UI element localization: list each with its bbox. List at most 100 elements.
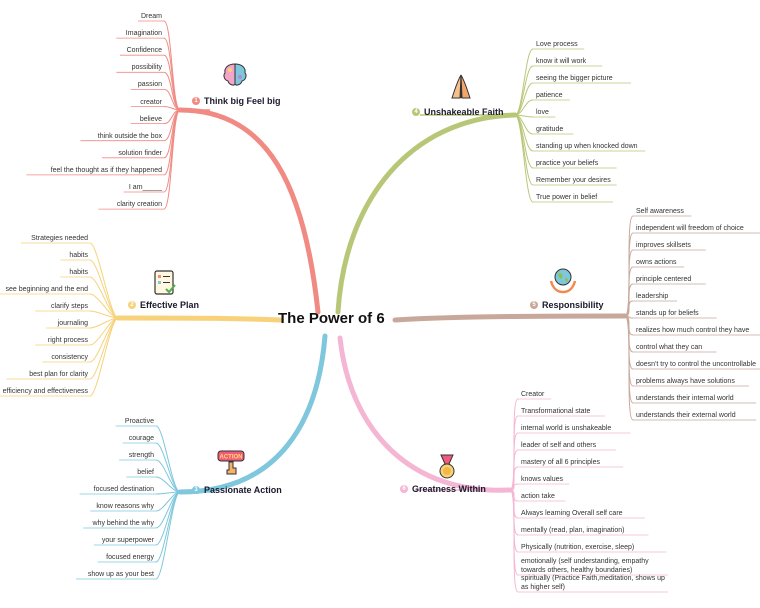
- topic-b1-item[interactable]: think outside the box: [97, 132, 162, 140]
- leaf-connector: [509, 449, 519, 491]
- topic-b4-item[interactable]: patience: [536, 92, 563, 99]
- topic-b1-item[interactable]: feel the thought as if they happened: [50, 166, 162, 174]
- topic-b6-item[interactable]: Always learning Overall self care: [521, 510, 623, 517]
- topic-b5-item[interactable]: understands their external world: [636, 412, 736, 419]
- topic-b4-item[interactable]: know it will work: [536, 58, 587, 65]
- leaf-connector: [155, 459, 181, 493]
- topic-b1-item[interactable]: I am_____: [128, 184, 162, 191]
- topic-b2-item[interactable]: habits: [69, 252, 88, 259]
- topic-b3-item[interactable]: courage: [128, 435, 154, 442]
- topic-b6-item[interactable]: spiritually (Practice Faith,meditation, …: [521, 575, 665, 591]
- topic-b4-item[interactable]: Love process: [536, 41, 578, 48]
- topic-b1-item[interactable]: solution finder: [118, 149, 162, 157]
- leaf-connector: [624, 283, 634, 317]
- leaf-connector: [155, 425, 181, 493]
- topic-b2-item[interactable]: clarify steps: [51, 303, 88, 310]
- leaf-connector: [89, 293, 119, 319]
- topic-b5-item[interactable]: doesn't try to control the uncontrollabl…: [636, 361, 757, 368]
- topic-b5-item[interactable]: stands up for beliefs: [636, 310, 699, 317]
- leaf-connector: [163, 88, 181, 111]
- topic-b2-item[interactable]: see beginning and the end: [5, 286, 88, 293]
- topic-b1-item[interactable]: Dream: [140, 13, 162, 20]
- branch-title-label: Unshakeable Faith: [424, 107, 504, 117]
- topic-b6-item[interactable]: action take: [521, 493, 555, 500]
- topic-b6-item[interactable]: mentally (read, plan, imagination): [521, 527, 625, 534]
- topic-b3-item[interactable]: know reasons why: [96, 503, 154, 510]
- topic-b1-item[interactable]: Imagination: [125, 30, 162, 38]
- topic-b3-item[interactable]: focused destination: [93, 486, 154, 493]
- topic-b5-item[interactable]: problems always have solutions: [636, 378, 735, 385]
- leaf-connector: [155, 491, 181, 563]
- leaf-connector: [89, 317, 119, 397]
- topic-b2-item[interactable]: Strategies needed: [31, 235, 88, 242]
- topic-b4-item[interactable]: Remember your desires: [536, 177, 611, 184]
- topic-b2-item[interactable]: consistency: [51, 354, 88, 361]
- topic-b2-item[interactable]: right process: [47, 337, 88, 344]
- topic-b2-item[interactable]: best plan for clarity: [29, 371, 88, 378]
- topic-b6-item[interactable]: Transformational state: [521, 408, 591, 415]
- topic-b1-item[interactable]: creator: [140, 98, 162, 106]
- topic-b4-item[interactable]: gratitude: [536, 126, 564, 133]
- topic-b5-item[interactable]: understands their internal world: [636, 395, 734, 402]
- topic-b6-item[interactable]: Creator: [521, 391, 545, 398]
- topic-b2-item[interactable]: journaling: [57, 320, 88, 327]
- topic-b4-item[interactable]: love: [536, 109, 549, 116]
- topic-b3-item[interactable]: belief: [137, 469, 154, 476]
- branch-number-badge: 6: [400, 485, 408, 493]
- leaf-connector: [624, 315, 634, 421]
- checklist-icon: [150, 268, 180, 303]
- branch-number-badge: 3: [192, 486, 200, 494]
- topic-b3-item[interactable]: strength: [128, 452, 154, 459]
- topic-b3-item[interactable]: why behind the why: [92, 520, 154, 527]
- globe-hands-icon: [548, 265, 578, 300]
- topic-b4-item[interactable]: True power in belief: [536, 194, 598, 201]
- praying-hands-icon: [446, 72, 476, 107]
- branch-trunk-b4: [335, 112, 518, 315]
- topic-b1-item[interactable]: passion: [137, 81, 162, 89]
- topic-b5-item[interactable]: independent will freedom of choice: [636, 225, 744, 232]
- topic-b6-item[interactable]: internal world is unshakeable: [521, 425, 612, 432]
- topic-b4-item[interactable]: practice your beliefs: [536, 160, 599, 167]
- medal-icon: [432, 452, 462, 487]
- leaf-connector: [163, 20, 181, 111]
- topic-b1-item[interactable]: possibility: [131, 64, 162, 72]
- topic-b3-item[interactable]: Proactive: [124, 418, 154, 425]
- topic-b5-item[interactable]: owns actions: [636, 259, 677, 266]
- leaf-connector: [509, 489, 519, 593]
- topic-b6-item[interactable]: knows values: [521, 476, 564, 483]
- topic-b2-item[interactable]: efficiency and effectiveness: [2, 388, 88, 395]
- topic-b2-item[interactable]: habits: [69, 269, 88, 276]
- topic-b3-item[interactable]: focused energy: [106, 554, 154, 561]
- topic-b5-item[interactable]: principle centered: [636, 276, 692, 283]
- topic-b6-item[interactable]: Physically (nutrition, exercise, sleep): [521, 544, 635, 551]
- topic-b5-item[interactable]: leadership: [636, 293, 669, 300]
- topic-b5-item[interactable]: control what they can: [636, 344, 703, 351]
- topic-b4-item[interactable]: standing up when knocked down: [536, 143, 638, 150]
- topic-b3-item[interactable]: your superpower: [101, 537, 154, 544]
- leaf-connector: [163, 109, 181, 193]
- leaf-connector: [89, 259, 119, 319]
- leaf-connector: [514, 82, 534, 116]
- branch-trunk-b6: [337, 335, 513, 493]
- topic-b5-item[interactable]: Self awareness: [636, 208, 684, 215]
- topic-b5-item[interactable]: realizes how much control they have: [636, 327, 750, 334]
- topic-b6-item[interactable]: emotionally (self understanding, empathy…: [521, 558, 649, 574]
- leaf-connector: [89, 276, 119, 319]
- central-topic[interactable]: The Power of 6: [278, 310, 385, 327]
- topic-b6-item[interactable]: leader of self and others: [521, 442, 597, 449]
- branch-number-badge: 1: [192, 97, 200, 105]
- topic-b5-item[interactable]: improves skillsets: [636, 242, 691, 249]
- topic-b1-item[interactable]: Confidence: [126, 47, 162, 55]
- topic-b6-item[interactable]: mastery of all 6 principles: [521, 459, 600, 466]
- topic-b1-item[interactable]: clarity creation: [116, 201, 162, 209]
- topic-b1-item[interactable]: believe: [139, 115, 162, 123]
- topic-b3-item[interactable]: show up as your best: [87, 571, 154, 578]
- topic-b4-item[interactable]: seeing the bigger picture: [536, 75, 613, 82]
